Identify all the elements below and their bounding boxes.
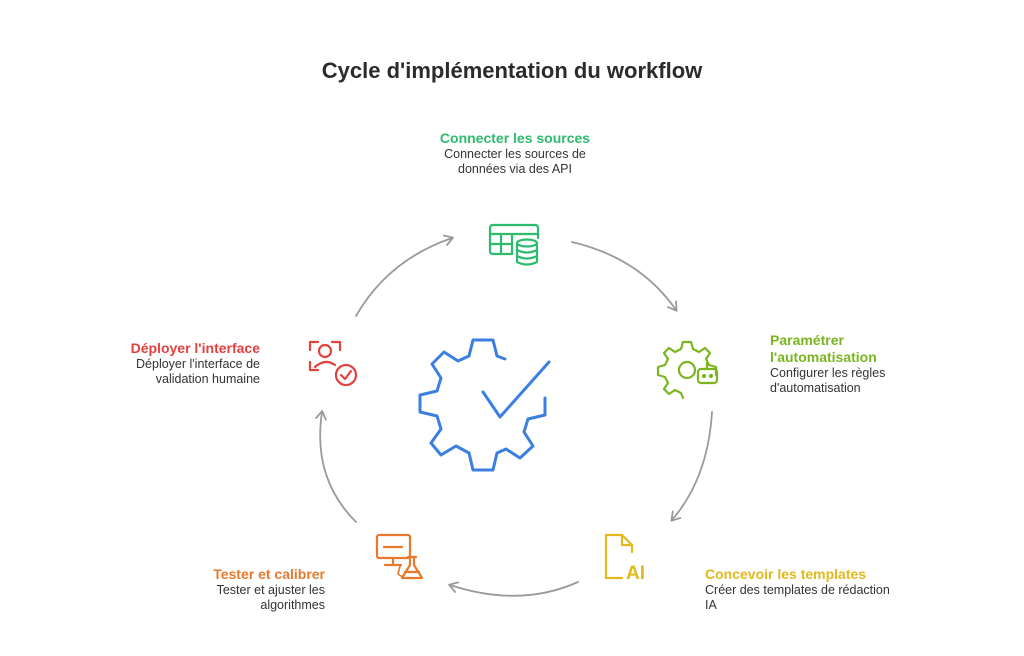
ai-label: AI [626,563,645,584]
cycle-arrow [670,411,713,522]
gear-checkmark-icon [418,338,551,472]
gear-robot-icon [656,340,719,400]
step-parametrer-automatisation: Paramétrer l'automatisation Configurer l… [770,332,930,396]
step-connecter-les-sources: Connecter les sources Connecter les sour… [420,130,610,177]
computer-flask-icon [375,533,424,580]
step-label: Tester et calibrer [213,566,325,582]
step-description: Connecter les sources de données via des… [444,147,586,176]
user-check-icon [308,340,358,387]
cycle-arrow [355,234,454,317]
step-description: Tester et ajuster les algorithmes [216,583,325,612]
cycle-arrow [571,241,678,312]
step-description: Créer des templates de rédaction IA [705,583,890,612]
step-deployer-interface: Déployer l'interface Déployer l'interfac… [95,340,260,387]
step-label: Concevoir les templates [705,566,867,582]
page-title: Cycle d'implémentation du workflow [321,58,703,83]
step-concevoir-les-templates: Concevoir les templates Créer des templa… [705,566,905,613]
step-label: Connecter les sources [439,130,591,146]
step-label: Déployer l'interface [130,340,260,356]
step-label: Paramétrer l'automatisation [770,332,877,365]
cycle-arrow [315,410,357,523]
step-tester-et-calibrer: Tester et calibrer Tester et ajuster les… [150,566,325,613]
step-description: Déployer l'interface de validation humai… [136,357,260,386]
step-description: Configurer les règles d'automatisation [770,366,886,395]
cycle-arrow [448,581,579,597]
ai-document-icon: AI [604,533,645,584]
table-database-icon [488,223,540,266]
